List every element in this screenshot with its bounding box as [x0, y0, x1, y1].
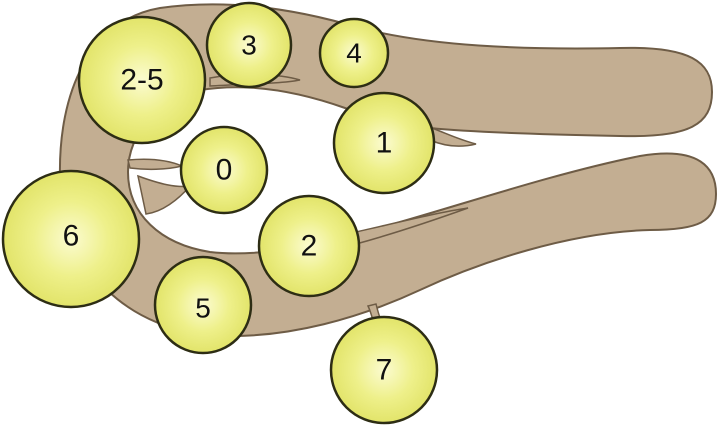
membrane-2	[355, 207, 469, 245]
node-4-label: 4	[346, 38, 362, 69]
node-5-label: 5	[195, 293, 211, 324]
node-1-label: 1	[376, 127, 393, 160]
membrane-1	[429, 126, 477, 147]
node-1-circle	[332, 91, 436, 195]
node-3[interactable]: 3	[205, 1, 293, 89]
node-6-label: 6	[63, 220, 80, 253]
node-2-label: 2	[301, 230, 318, 263]
node-2-5-label: 2-5	[120, 64, 163, 97]
node-3-label: 3	[241, 30, 257, 61]
node-6[interactable]: 6	[1, 169, 141, 309]
node-7-label: 7	[376, 354, 393, 387]
node-2-5[interactable]: 2-5	[77, 15, 207, 145]
node-2-5-circle	[77, 15, 207, 145]
node-3-circle	[205, 1, 293, 89]
node-6-circle	[1, 169, 141, 309]
node-2[interactable]: 2	[257, 194, 361, 298]
node-4-circle	[318, 17, 390, 89]
node-1[interactable]: 1	[332, 91, 436, 195]
node-0[interactable]: 0	[179, 125, 269, 215]
node-0-label: 0	[216, 154, 233, 187]
membrane-0	[127, 158, 185, 171]
node-0-circle	[179, 125, 269, 215]
node-5-circle	[153, 255, 253, 355]
node-4[interactable]: 4	[318, 17, 390, 89]
node-7-circle	[329, 315, 439, 425]
node-2-circle	[257, 194, 361, 298]
node-7[interactable]: 7	[329, 315, 439, 425]
duct-outline	[58, 3, 718, 338]
duct-tube	[58, 3, 718, 338]
node-5[interactable]: 5	[153, 255, 253, 355]
